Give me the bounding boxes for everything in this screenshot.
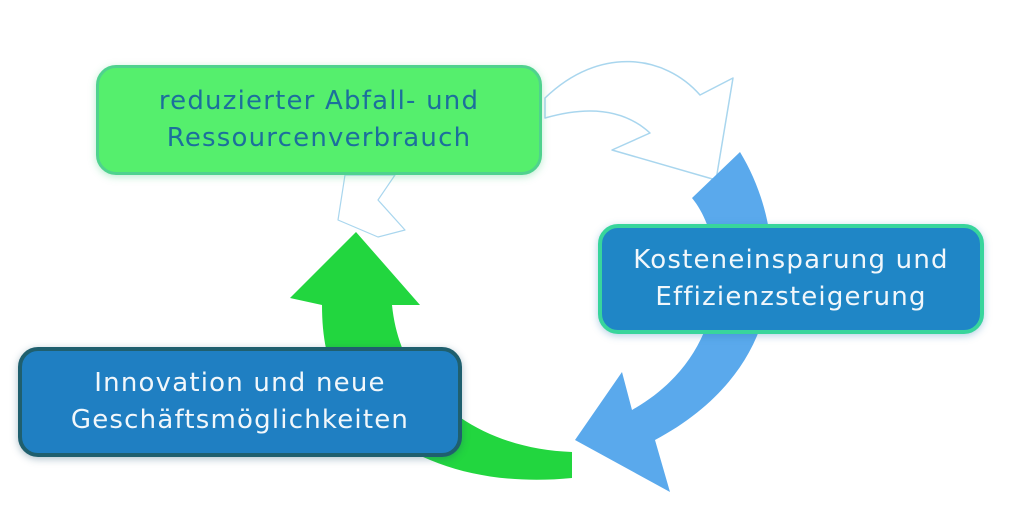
- arrow-waste-to-cost: [544, 60, 734, 181]
- node-cost-savings: Kosteneinsparung und Effizienzsteigerung: [598, 224, 984, 334]
- node-reduced-waste: reduzierter Abfall- und Ressourcenverbra…: [96, 65, 542, 175]
- node-innovation-line2: Geschäftsmöglichkeiten: [70, 405, 410, 435]
- node-innovation-line1: Innovation und neue: [94, 368, 386, 398]
- node-reduced-waste-line1: reduzierter Abfall- und: [158, 86, 480, 116]
- arrow-innovation-to-waste: [290, 232, 572, 480]
- arrow-waste-tail: [337, 174, 406, 238]
- node-cost-savings-line2: Effizienzsteigerung: [655, 282, 927, 312]
- node-innovation: Innovation und neue Geschäftsmöglichkeit…: [18, 347, 462, 457]
- node-cost-savings-line1: Kosteneinsparung und: [633, 245, 949, 275]
- node-reduced-waste-line2: Ressourcenverbrauch: [166, 123, 472, 153]
